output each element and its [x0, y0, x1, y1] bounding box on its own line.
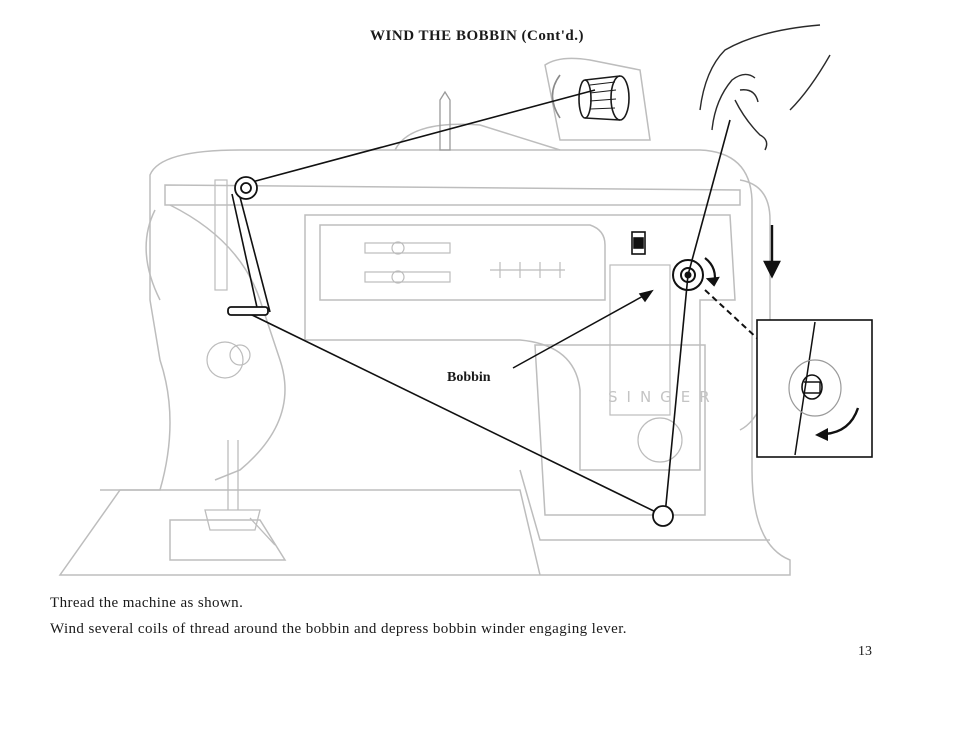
thread-guide — [227, 176, 674, 527]
thread-spool — [551, 74, 630, 121]
spool-pin — [439, 90, 451, 151]
brand-text: SINGER — [608, 388, 719, 406]
instruction-line-2: Wind several coils of thread around the … — [50, 621, 627, 637]
bobbin-winder — [672, 257, 720, 291]
bobbin-pointer — [512, 289, 654, 369]
down-arrow-icon — [763, 225, 781, 279]
inset-detail — [756, 319, 873, 458]
presser-foot — [204, 440, 276, 546]
bobbin-callout-label: Bobbin — [447, 370, 491, 385]
machine-body — [58, 57, 791, 576]
hand-illustration — [699, 24, 831, 151]
page-title: WIND THE BOBBIN (Cont'd.) — [370, 28, 584, 44]
winder-engaging-lever — [631, 231, 646, 255]
instruction-line-1: Thread the machine as shown. — [50, 595, 244, 611]
thread-path — [231, 89, 731, 516]
page-number: 13 — [858, 644, 872, 659]
control-panel — [206, 179, 683, 463]
